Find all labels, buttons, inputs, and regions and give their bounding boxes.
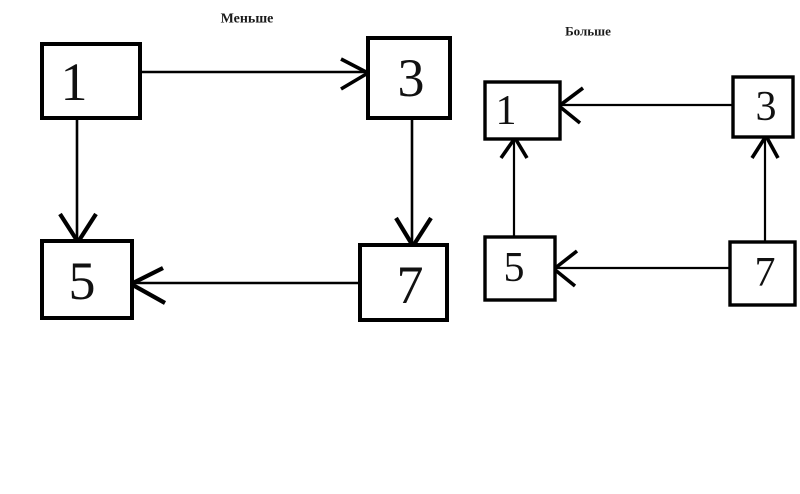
node-less-5-label: 5 [69, 251, 96, 311]
node-greater-7-label: 7 [755, 250, 776, 296]
node-greater-1-label: 1 [496, 88, 517, 134]
panel-greater: Больше [483, 24, 797, 307]
node-greater-3[interactable]: 3 [731, 75, 795, 139]
node-less-1[interactable]: 1 [40, 42, 142, 120]
edge-less-7-to-5 [129, 266, 360, 305]
node-less-7[interactable]: 7 [358, 243, 449, 322]
edge-less-1-to-3 [140, 57, 369, 91]
node-greater-1[interactable]: 1 [483, 80, 562, 141]
node-less-3[interactable]: 3 [366, 36, 452, 120]
panel-title-greater: Больше [565, 24, 611, 39]
edge-greater-7-to-3 [750, 135, 780, 242]
edge-less-1-to-5 [58, 118, 98, 244]
edge-greater-3-to-1 [557, 86, 733, 125]
node-greater-5-label: 5 [504, 245, 525, 291]
node-less-5[interactable]: 5 [40, 239, 134, 320]
panel-less: Меньше [40, 12, 452, 322]
edge-greater-7-to-5 [552, 249, 730, 288]
node-greater-7[interactable]: 7 [728, 240, 797, 307]
edge-less-3-to-7 [394, 118, 433, 248]
node-less-1-label: 1 [61, 52, 88, 112]
panel-title-less: Меньше [221, 12, 274, 27]
node-less-7-label: 7 [397, 255, 424, 315]
node-greater-5[interactable]: 5 [483, 235, 557, 302]
edge-greater-5-to-1 [499, 136, 529, 237]
node-less-3-label: 3 [398, 48, 425, 108]
node-greater-3-label: 3 [756, 84, 777, 130]
